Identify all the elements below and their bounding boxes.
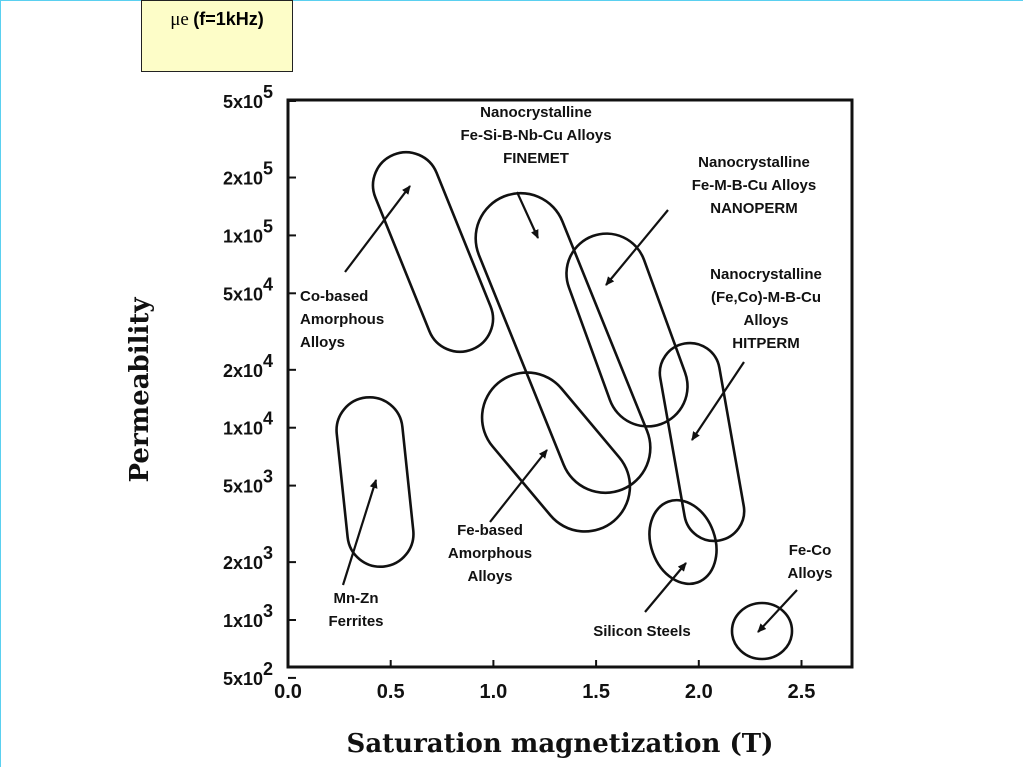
y-tick-label: 5x10 (223, 92, 263, 112)
region-mn-zn-ferrites (335, 395, 415, 569)
y-tick-exponent: 4 (263, 274, 273, 294)
label-line: Ferrites (328, 613, 383, 630)
x-tick-label: 2.5 (788, 681, 816, 703)
y-tick-exponent: 5 (263, 82, 273, 102)
y-axis-title: Permeability (125, 297, 155, 483)
arrow-nanoperm (605, 209, 669, 286)
label-line: Fe-Co (789, 542, 832, 559)
label-line: Fe-Si-B-Nb-Cu Alloys (460, 127, 611, 144)
y-tick-exponent: 3 (263, 467, 273, 487)
arrow-mn-zn-ferrites (341, 479, 378, 586)
label-line: Silicon Steels (593, 623, 691, 640)
label-line: (Fe,Co)-M-B-Cu (711, 289, 821, 306)
label-line: Alloys (467, 568, 512, 585)
arrow-fe-amorphous (489, 449, 548, 523)
y-tick-exponent: 3 (263, 601, 273, 621)
label-line: Co-based (300, 288, 368, 305)
y-tick-label: 1x10 (223, 611, 263, 631)
y-tick-exponent: 5 (263, 159, 273, 179)
arrow-fe-co-alloys (757, 589, 798, 633)
label-line: Alloys (787, 565, 832, 582)
y-tick-exponent: 4 (263, 351, 273, 371)
y-tick-label: 5x10 (223, 477, 263, 497)
label-line: Nanocrystalline (710, 266, 822, 283)
x-axis-title: Saturation magnetization (T) (347, 729, 774, 759)
arrow-hitperm (691, 361, 745, 441)
region-finemet (474, 191, 652, 495)
permeability-condition-label: μe (f=1kHz) (141, 0, 293, 72)
label-silicon-steels: Silicon Steels (593, 623, 691, 640)
arrow-finemet (515, 191, 540, 239)
region-hitperm (658, 341, 746, 543)
label-line: NANOPERM (710, 200, 798, 217)
region-silicon-steels (648, 498, 718, 586)
plot-frame (286, 98, 854, 669)
mu-e-symbol: μe (170, 9, 189, 30)
y-tick-exponent: 2 (263, 659, 273, 679)
region-co-amorphous (371, 150, 495, 354)
y-tick-exponent: 5 (263, 216, 273, 236)
y-tick-label: 2x10 (223, 553, 263, 573)
material-regions (335, 150, 794, 661)
arrow-co-amorphous (344, 185, 411, 273)
x-tick-label: 1.5 (582, 681, 610, 703)
y-tick-exponent: 4 (263, 409, 273, 429)
x-tick-label: 0.0 (274, 681, 302, 703)
region-fe-co-alloys (730, 601, 794, 661)
y-tick-label: 1x10 (223, 226, 263, 246)
label-line: Nanocrystalline (698, 154, 810, 171)
label-line: Fe-M-B-Cu Alloys (692, 177, 816, 194)
label-line: FINEMET (503, 150, 569, 167)
y-tick-label: 5x10 (223, 284, 263, 304)
y-tick-exponent: 3 (263, 543, 273, 563)
y-tick-label: 5x10 (223, 669, 263, 689)
label-line: Alloys (743, 312, 788, 329)
label-line: Amorphous (448, 545, 532, 562)
label-line: HITPERM (732, 335, 800, 352)
y-tick-label: 1x10 (223, 419, 263, 439)
label-line: Fe-based (457, 522, 523, 539)
label-line: Alloys (300, 334, 345, 351)
y-tick-label: 2x10 (223, 169, 263, 189)
x-tick-label: 0.5 (377, 681, 405, 703)
label-line: Nanocrystalline (480, 104, 592, 121)
frequency-condition: (f=1kHz) (193, 9, 264, 29)
y-tick-label: 2x10 (223, 361, 263, 381)
x-axis-ticks: 0.0 0.5 1.0 1.5 2.0 2.5 (274, 660, 815, 703)
label-line: Mn-Zn (334, 590, 379, 607)
x-tick-label: 1.0 (479, 681, 507, 703)
label-line: Amorphous (300, 311, 384, 328)
arrow-silicon-steels (644, 562, 687, 613)
annotation-arrows (341, 185, 798, 633)
region-nanoperm (565, 232, 689, 428)
x-tick-label: 2.0 (685, 681, 713, 703)
